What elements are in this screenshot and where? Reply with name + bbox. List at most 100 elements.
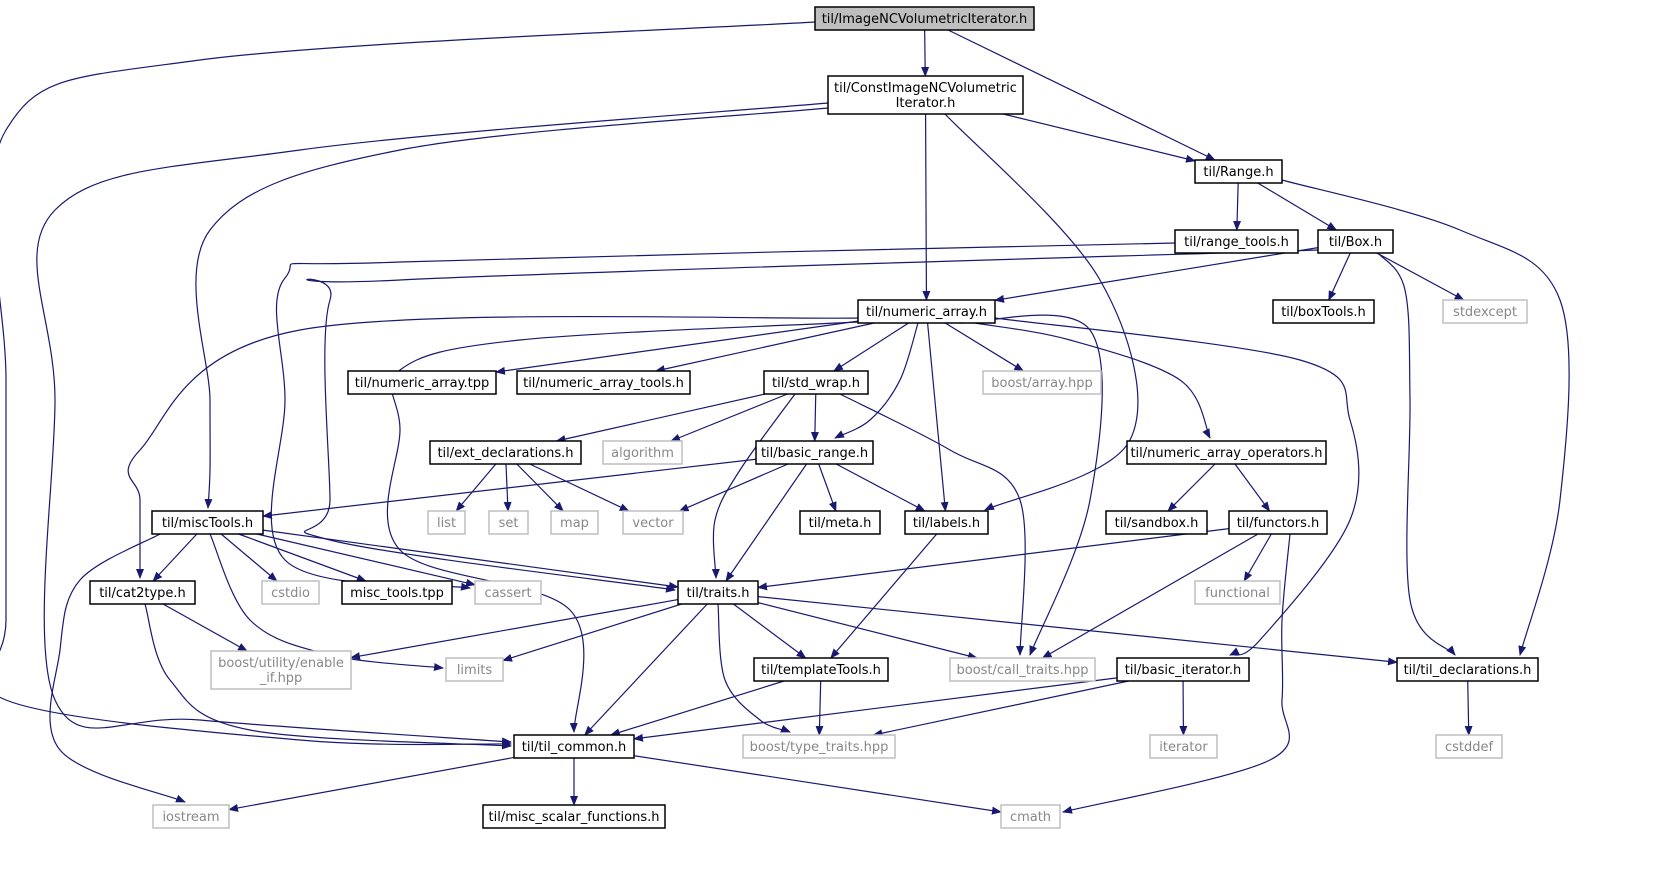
- edge-ImageNCVolumetricIterator-to-til_common: [0, 21, 816, 748]
- node-label: til/ImageNCVolumetricIterator.h: [822, 12, 1028, 27]
- node-std_wrap[interactable]: til/std_wrap.h: [763, 370, 869, 395]
- edge-numeric_array-to-numeric_array_tpp: [495, 320, 859, 375]
- node-box: [1317, 229, 1394, 254]
- node-box: [1435, 734, 1503, 759]
- node-box: [799, 510, 881, 535]
- edge-numeric_array-to-labels: [926, 322, 949, 512]
- edge-functors-to-call_traits: [1041, 533, 1259, 659]
- node-meta[interactable]: til/meta.h: [799, 510, 881, 535]
- edge-std_wrap-to-traits: [711, 393, 796, 579]
- edge-Box-to-numeric_array: [994, 247, 1319, 303]
- edge-Box-to-stdexcept: [1376, 252, 1465, 301]
- node-list: list: [427, 510, 466, 535]
- node-til_common[interactable]: til/til_common.h: [513, 734, 635, 759]
- edge-cat2type-to-enable_if: [162, 603, 248, 652]
- node-box: [482, 804, 666, 829]
- node-label: til/ext_declarations.h: [437, 446, 573, 461]
- node-label: set: [499, 516, 519, 531]
- node-label: til/misc_scalar_functions.h: [489, 810, 660, 825]
- node-label: til/miscTools.h: [162, 516, 253, 531]
- node-algorithm: algorithm: [602, 440, 683, 465]
- node-iterator: iterator: [1149, 734, 1218, 759]
- node-cassert: cassert: [474, 580, 542, 605]
- node-type_traits: boost/type_traits.hpp: [742, 734, 896, 759]
- node-label: iostream: [162, 810, 219, 825]
- node-cstddef: cstddef: [1435, 734, 1503, 759]
- edge-range_tools-to-cassert: [270, 242, 1176, 591]
- node-label: boost/call_traits.hpp: [956, 663, 1088, 678]
- node-miscTools[interactable]: til/miscTools.h: [151, 510, 264, 535]
- edge-til_common-to-cmath: [633, 755, 1002, 815]
- node-label: iterator: [1159, 740, 1208, 755]
- node-label: cmath: [1010, 810, 1051, 825]
- node-numeric_array_tools[interactable]: til/numeric_array_tools.h: [516, 370, 691, 395]
- node-misc_tools_tpp[interactable]: misc_tools.tpp: [341, 580, 453, 605]
- node-label: cassert: [484, 586, 531, 601]
- node-traits[interactable]: til/traits.h: [677, 580, 759, 605]
- node-Range[interactable]: til/Range.h: [1194, 159, 1283, 184]
- node-functors[interactable]: til/functors.h: [1228, 510, 1328, 535]
- edge-templateTools-to-type_traits: [815, 680, 824, 736]
- edge-miscTools-to-cstdio: [220, 533, 278, 582]
- edge-til_declarations-to-cstddef: [1464, 680, 1473, 736]
- node-label: til/meta.h: [809, 516, 872, 531]
- edge-ConstImageNCVolumetricIterator-to-numeric_array: [922, 113, 931, 301]
- node-box: [513, 734, 635, 759]
- node-boost_array: boost/array.hpp: [982, 370, 1102, 395]
- edge-numeric_array-to-numeric_array_operators: [974, 322, 1211, 439]
- edge-miscTools-to-misc_tools_tpp: [238, 533, 367, 582]
- edge-numeric_array-to-basic_iterator: [994, 317, 1360, 656]
- node-box: [857, 299, 996, 324]
- node-box: [1000, 804, 1061, 829]
- edges-layer: [0, 21, 1570, 815]
- node-box: [550, 510, 599, 535]
- node-label: til/functors.h: [1237, 516, 1319, 531]
- edge-miscTools-to-cassert: [256, 533, 476, 587]
- node-label: vector: [632, 516, 674, 531]
- edge-ConstImageNCVolumetricIterator-to-Range: [1003, 113, 1196, 163]
- edge-std_wrap-to-ext_declarations: [555, 393, 766, 443]
- node-range_tools[interactable]: til/range_tools.h: [1174, 229, 1299, 254]
- node-cmath: cmath: [1000, 804, 1061, 829]
- edge-miscTools-to-iostream: [49, 533, 186, 803]
- node-label: til/range_tools.h: [1184, 235, 1289, 250]
- node-cat2type[interactable]: til/cat2type.h: [89, 580, 196, 605]
- node-boxTools[interactable]: til/boxTools.h: [1272, 299, 1375, 324]
- node-label: til/numeric_array_operators.h: [1130, 446, 1322, 461]
- node-basic_range[interactable]: til/basic_range.h: [755, 440, 874, 465]
- node-box: [429, 440, 582, 465]
- node-til_declarations[interactable]: til/til_declarations.h: [1396, 657, 1539, 682]
- edge-miscTools-to-cat2type: [152, 533, 198, 582]
- node-label: algorithm: [611, 446, 674, 461]
- node-label: functional: [1205, 586, 1270, 601]
- node-Box[interactable]: til/Box.h: [1317, 229, 1394, 254]
- node-label: misc_tools.tpp: [350, 586, 444, 601]
- node-numeric_array[interactable]: til/numeric_array.h: [857, 299, 996, 324]
- edge-numeric_array-to-cat2type: [127, 315, 859, 579]
- node-labels[interactable]: til/labels.h: [904, 510, 989, 535]
- node-box: [516, 370, 691, 395]
- node-box: [753, 657, 889, 682]
- node-misc_scalar_functions[interactable]: til/misc_scalar_functions.h: [482, 804, 666, 829]
- node-templateTools[interactable]: til/templateTools.h: [753, 657, 889, 682]
- edge-Box-to-boxTools: [1328, 252, 1351, 301]
- edge-basic_range-to-vector: [678, 463, 789, 512]
- edge-numeric_array-to-til_common: [386, 321, 859, 733]
- edge-basic_iterator-to-til_common: [633, 677, 1118, 742]
- node-numeric_array_tpp[interactable]: til/numeric_array.tpp: [347, 370, 497, 395]
- node-label: til/templateTools.h: [761, 663, 881, 678]
- node-label: boost/utility/enable: [218, 656, 344, 671]
- node-numeric_array_operators[interactable]: til/numeric_array_operators.h: [1126, 440, 1327, 465]
- edge-ConstImageNCVolumetricIterator-to-miscTools: [195, 107, 829, 509]
- node-label: til/ConstImageNCVolumetric: [834, 81, 1017, 96]
- edge-Range-to-til_declarations: [1281, 179, 1570, 656]
- node-basic_iterator[interactable]: til/basic_iterator.h: [1116, 657, 1250, 682]
- node-label: map: [560, 516, 589, 531]
- node-sandbox[interactable]: til/sandbox.h: [1105, 510, 1208, 535]
- edge-labels-to-templateTools: [830, 533, 938, 659]
- node-ext_declarations[interactable]: til/ext_declarations.h: [429, 440, 582, 465]
- node-ImageNCVolumetricIterator[interactable]: til/ImageNCVolumetricIterator.h: [814, 6, 1035, 31]
- node-box: [763, 370, 869, 395]
- edge-numeric_array_operators-to-sandbox: [1167, 463, 1216, 512]
